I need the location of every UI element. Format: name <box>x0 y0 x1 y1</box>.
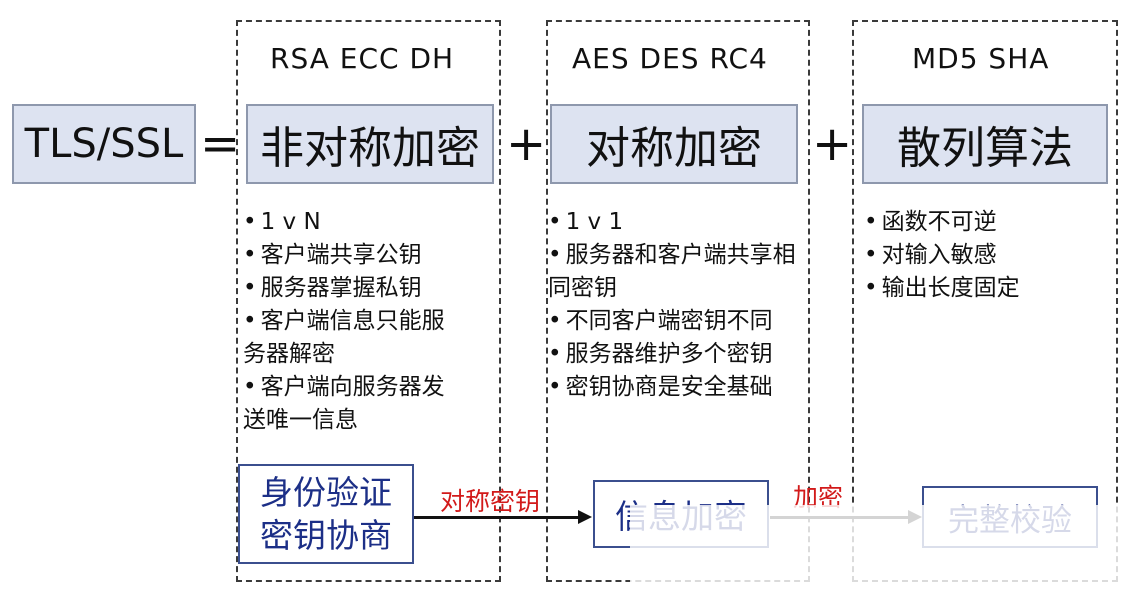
symmetric-key-arrow <box>414 516 580 519</box>
note-item: 对输入敏感 <box>864 239 1084 272</box>
symmetric-key-arrow-label: 对称密钥 <box>440 487 541 516</box>
auth-label: 身份验证 <box>260 473 392 512</box>
note-item: 客户端信息只能服务器解密 <box>243 305 458 371</box>
plus-sign: + <box>506 116 547 172</box>
note-item: 1 v 1 <box>548 206 806 239</box>
equals-sign: = <box>200 116 241 172</box>
tls-ssl-label: TLS/SSL <box>24 121 184 167</box>
note-item: 服务器和客户端共享相同密钥 <box>548 239 806 305</box>
asymmetric-encryption-box: 非对称加密 <box>246 104 494 184</box>
note-item: 输出长度固定 <box>864 272 1084 305</box>
tls-ssl-box: TLS/SSL <box>12 104 196 184</box>
symmetric-encryption-box: 对称加密 <box>550 104 798 184</box>
note-item: 密钥协商是安全基础 <box>548 371 806 404</box>
note-item: 函数不可逆 <box>864 206 1084 239</box>
watermark-overlay <box>630 505 1124 592</box>
key-exchange-label: 密钥协商 <box>260 516 392 555</box>
asymmetric-column <box>236 20 501 582</box>
hash-algorithm-title: 散列算法 <box>897 123 1073 174</box>
note-item: 服务器掌握私钥 <box>243 272 458 305</box>
symmetric-notes: 1 v 1 服务器和客户端共享相同密钥 不同客户端密钥不同 服务器维护多个密钥 … <box>548 206 806 404</box>
note-item: 服务器维护多个密钥 <box>548 338 806 371</box>
auth-key-exchange-box: 身份验证 密钥协商 <box>238 464 414 564</box>
symmetric-algorithms: AES DES RC4 <box>572 42 768 75</box>
note-item: 客户端共享公钥 <box>243 239 458 272</box>
symmetric-encryption-title: 对称加密 <box>586 123 762 174</box>
asymmetric-notes: 1 v N 客户端共享公钥 服务器掌握私钥 客户端信息只能服务器解密 客户端向服… <box>243 206 458 437</box>
arrow-head-icon <box>578 510 592 524</box>
plus-sign: + <box>812 116 853 172</box>
asymmetric-encryption-title: 非对称加密 <box>260 123 480 174</box>
hash-algorithm-box: 散列算法 <box>862 104 1108 184</box>
note-item: 不同客户端密钥不同 <box>548 305 806 338</box>
hash-notes: 函数不可逆 对输入敏感 输出长度固定 <box>864 206 1084 305</box>
asymmetric-algorithms: RSA ECC DH <box>270 42 455 75</box>
hash-algorithms: MD5 SHA <box>912 42 1050 75</box>
note-item: 1 v N <box>243 206 458 239</box>
note-item: 客户端向服务器发送唯一信息 <box>243 371 458 437</box>
